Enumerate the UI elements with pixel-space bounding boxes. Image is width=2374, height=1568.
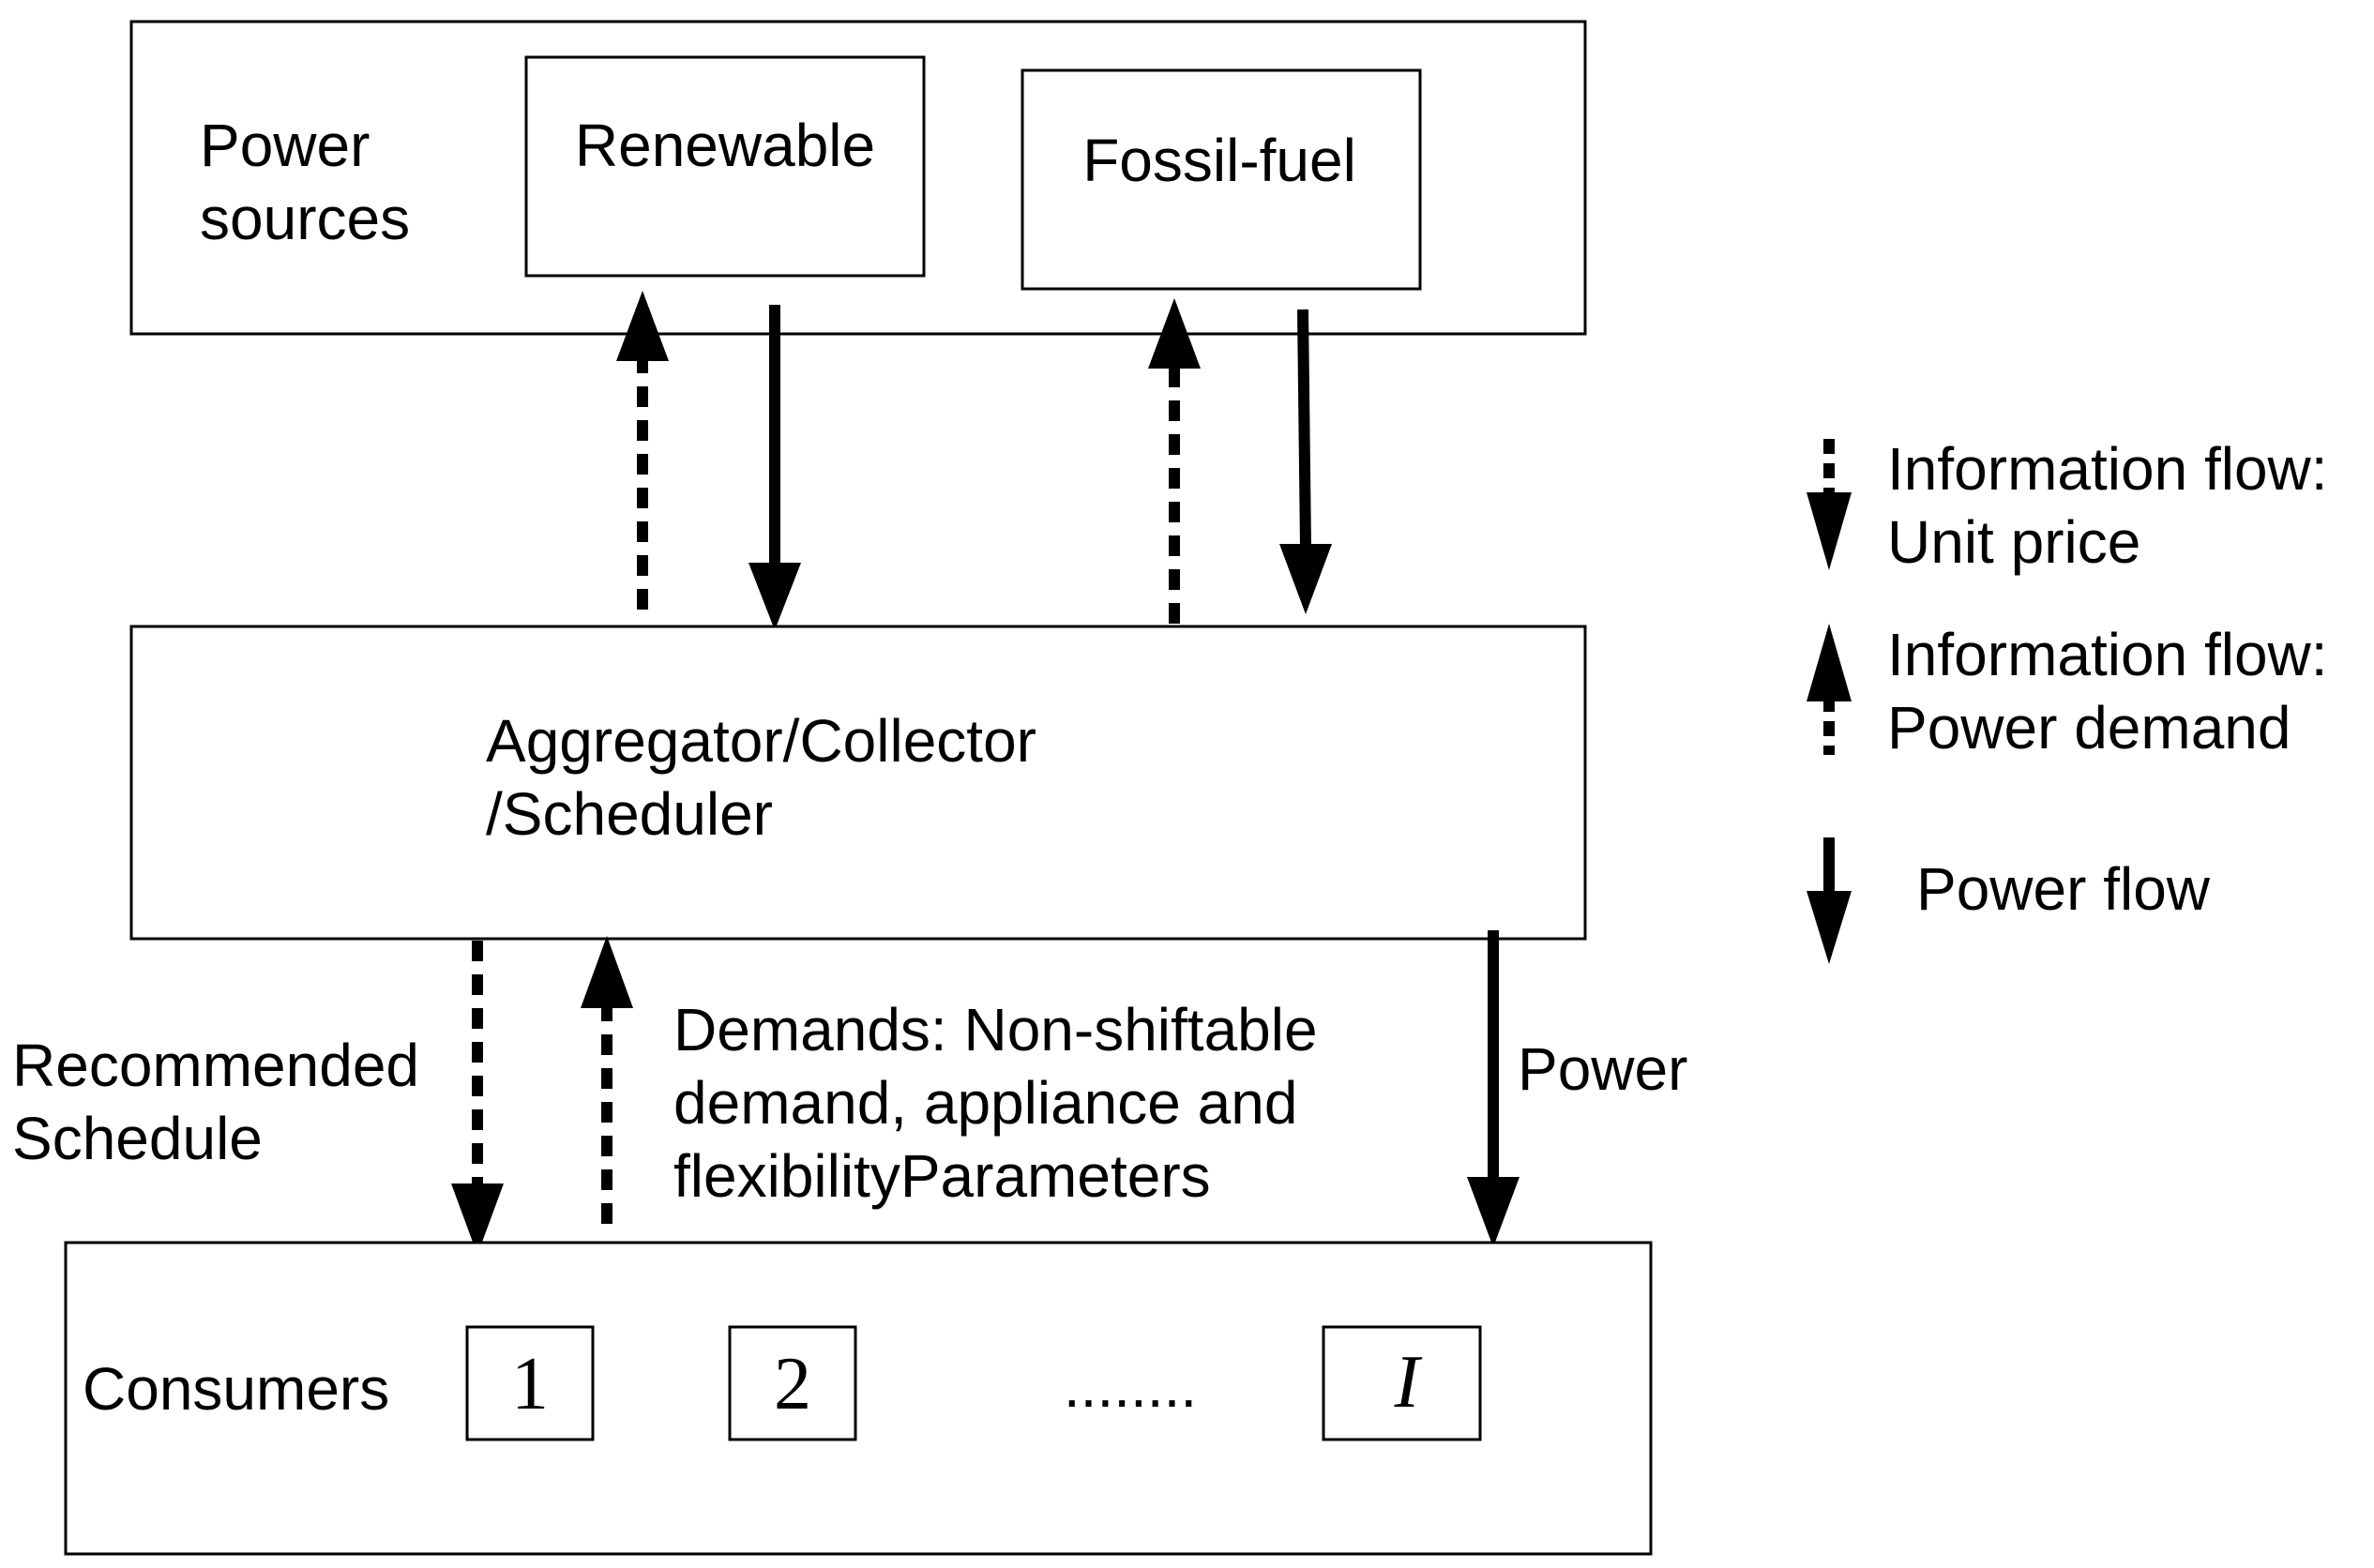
legend-info-price-label-line1: Information flow: [1887, 435, 2328, 503]
recommended-schedule-label-line2: Schedule [12, 1105, 263, 1172]
consumer-1-label: 1 [511, 1343, 549, 1425]
fossil-fuel-box [1021, 68, 1422, 291]
consumer-2-label: 2 [774, 1343, 811, 1425]
demands-arrow [581, 936, 633, 1224]
aggregator-label-line2: /Scheduler [486, 780, 773, 848]
renewable-box [524, 55, 926, 278]
renewable-demand-arrow [616, 291, 669, 610]
consumer-i-box [1322, 1325, 1482, 1441]
legend-power-flow-label: Power flow [1916, 855, 2211, 923]
demands-label-line1: Demands: Non-shiftable [673, 996, 1318, 1063]
legend-info-price-icon [1807, 439, 1852, 570]
consumer-i-label: I [1394, 1341, 1423, 1424]
aggregator-label-line1: Aggregator/Collector [486, 707, 1036, 775]
legend-info-demand-label-line1: Information flow: [1887, 621, 2328, 688]
fossil-fuel-label: Fossil-fuel [1082, 127, 1356, 194]
recommended-schedule-label-line1: Recommended [12, 1032, 419, 1099]
aggregator-box [129, 625, 1587, 941]
consumers-label: Consumers [83, 1355, 389, 1423]
consumers-ellipsis: ........ [1064, 1352, 1197, 1420]
demands-label-line3: flexibilityParameters [673, 1142, 1211, 1210]
fossil-demand-arrow [1148, 298, 1201, 624]
recommended-schedule-arrow [451, 941, 504, 1255]
demands-label-line2: demand, appliance and [673, 1069, 1297, 1137]
power-to-consumers-arrow [1467, 930, 1520, 1247]
legend-info-price-label-line2: Unit price [1887, 508, 2140, 576]
power-sources-label-line2: sources [200, 185, 410, 252]
renewable-label: Renewable [575, 112, 875, 179]
legend-power-flow-icon [1807, 837, 1852, 964]
power-label: Power [1518, 1035, 1687, 1103]
power-sources-label-line1: Power [200, 112, 370, 179]
consumer-2-box [728, 1325, 857, 1441]
consumer-1-box [465, 1325, 595, 1441]
legend-info-demand-icon [1807, 624, 1852, 755]
fossil-power-arrow [1279, 309, 1332, 614]
legend-info-demand-label-line2: Power demand [1887, 694, 2291, 761]
legend: Information flow: Unit price Information… [1807, 435, 2328, 964]
renewable-power-arrow [748, 305, 801, 630]
